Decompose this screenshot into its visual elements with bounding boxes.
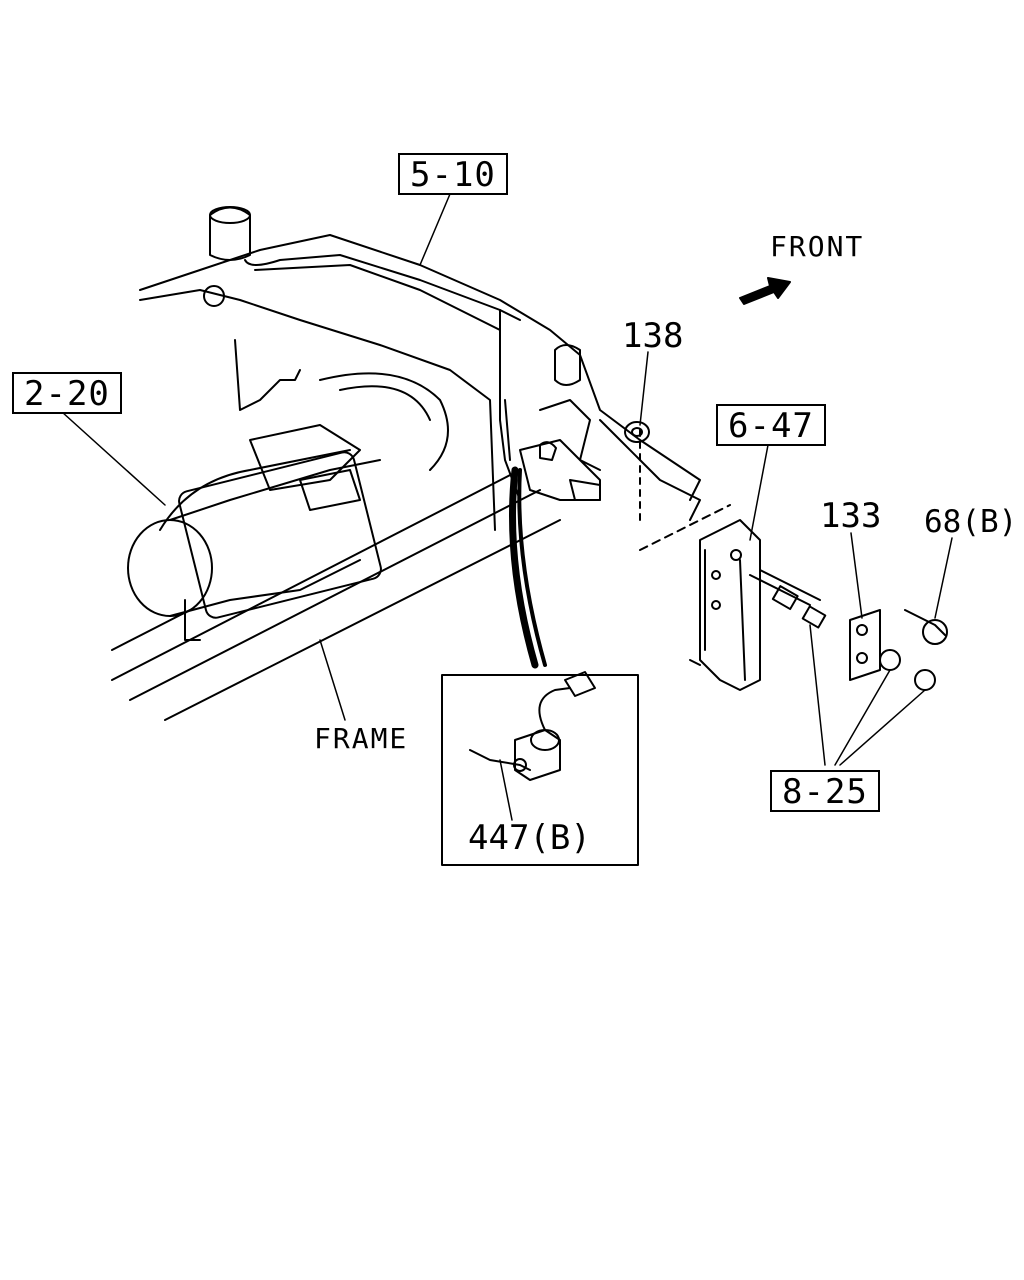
leader-lines <box>61 193 953 821</box>
nut-138 <box>624 421 650 443</box>
callout-8-25: 8-25 <box>770 770 880 812</box>
part-133-label: 133 <box>820 496 882 536</box>
arrow-front-icon <box>739 277 791 305</box>
callout-5-10: 5-10 <box>398 153 508 195</box>
harness-lead <box>509 466 547 669</box>
frame-label: FRAME <box>314 722 409 755</box>
plate-and-fasteners <box>749 569 948 691</box>
front-label: FRONT <box>770 230 865 263</box>
callout-2-20: 2-20 <box>12 372 122 414</box>
callout-6-47: 6-47 <box>716 404 826 446</box>
part-68b-label: 68(B) <box>924 504 1018 540</box>
phantom-line <box>639 504 731 551</box>
frame-rails <box>111 469 561 721</box>
crossmember <box>139 206 701 531</box>
part-447b-label: 447(B) <box>468 818 591 858</box>
inset-box <box>441 671 639 866</box>
part-138-label: 138 <box>622 316 684 356</box>
transmission-housing <box>127 372 449 641</box>
bracket <box>689 519 761 691</box>
